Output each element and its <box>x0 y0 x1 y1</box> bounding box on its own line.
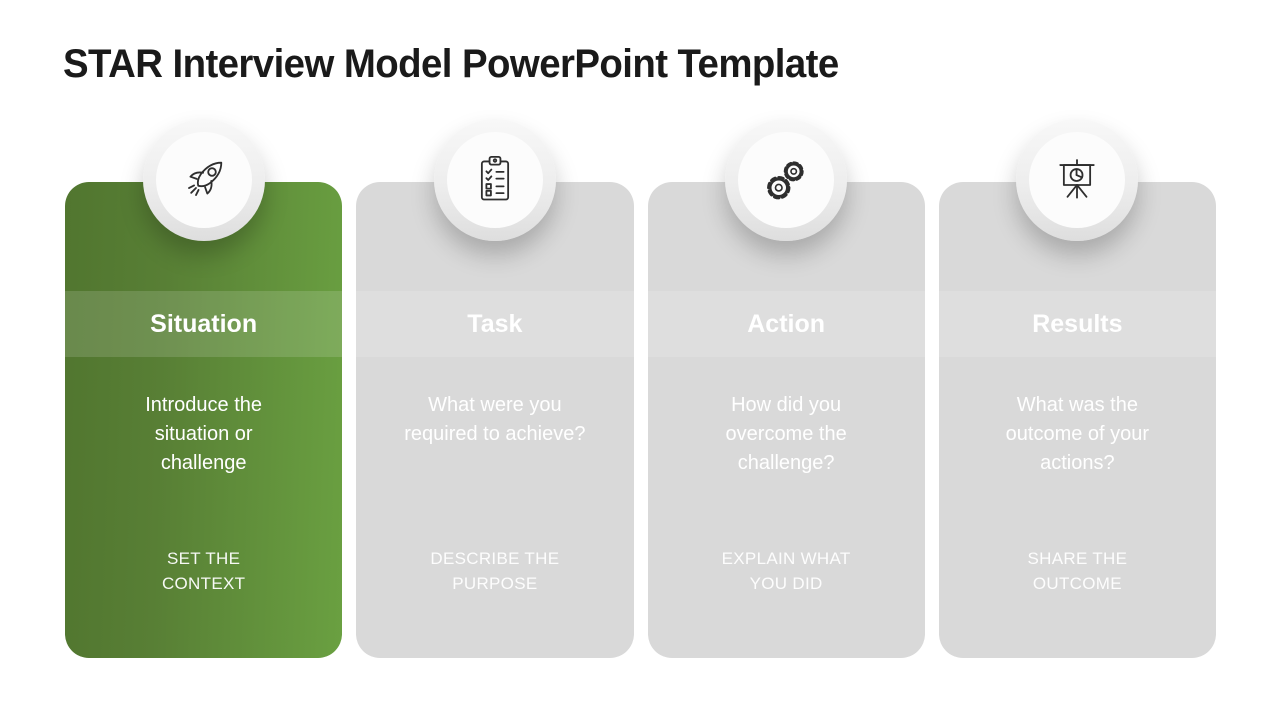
star-columns: Situation Introduce the situation or cha… <box>65 119 1216 658</box>
column-description: How did you overcome the challenge? <box>725 394 847 474</box>
badge-face <box>155 132 252 228</box>
title-band: Task <box>356 291 634 357</box>
card-situation: Situation Introduce the situation or cha… <box>65 119 343 658</box>
badge-results <box>1016 119 1139 241</box>
badge-situation <box>142 119 265 241</box>
column-description: Introduce the situation or challenge <box>145 394 262 474</box>
column-title: Results <box>1032 309 1123 338</box>
badge-face <box>1029 132 1126 228</box>
card-results: Results What was the outcome of your act… <box>938 119 1216 658</box>
gears-icon <box>767 161 804 200</box>
badge-action <box>725 119 848 241</box>
column-title: Action <box>747 309 826 338</box>
column-caption: DESCRIBE THE PURPOSE <box>430 549 560 593</box>
column-title: Task <box>467 309 523 338</box>
column-title: Situation <box>150 309 258 338</box>
badge-face <box>738 132 835 228</box>
column-caption: SHARE THE OUTCOME <box>1027 549 1128 593</box>
rocket-icon <box>187 161 222 196</box>
card-action: Action How did you overcome the challeng… <box>647 119 925 658</box>
column-description: What were you required to achieve? <box>404 394 586 445</box>
title-band: Situation <box>65 291 343 357</box>
badge-face <box>446 132 543 228</box>
column-caption: EXPLAIN WHAT YOU DID <box>721 549 851 593</box>
column-description: What was the outcome of your actions? <box>1005 394 1150 474</box>
badge-task <box>433 119 556 241</box>
title-band: Action <box>647 291 925 357</box>
presentation-chart-icon <box>1059 159 1096 199</box>
page-title: STAR Interview Model PowerPoint Template <box>63 42 839 86</box>
column-caption: SET THE CONTEXT <box>161 549 246 593</box>
clipboard-checklist-icon <box>480 155 509 201</box>
card-task: Task What were you required to achieve? … <box>356 119 634 658</box>
title-band: Results <box>938 291 1216 357</box>
